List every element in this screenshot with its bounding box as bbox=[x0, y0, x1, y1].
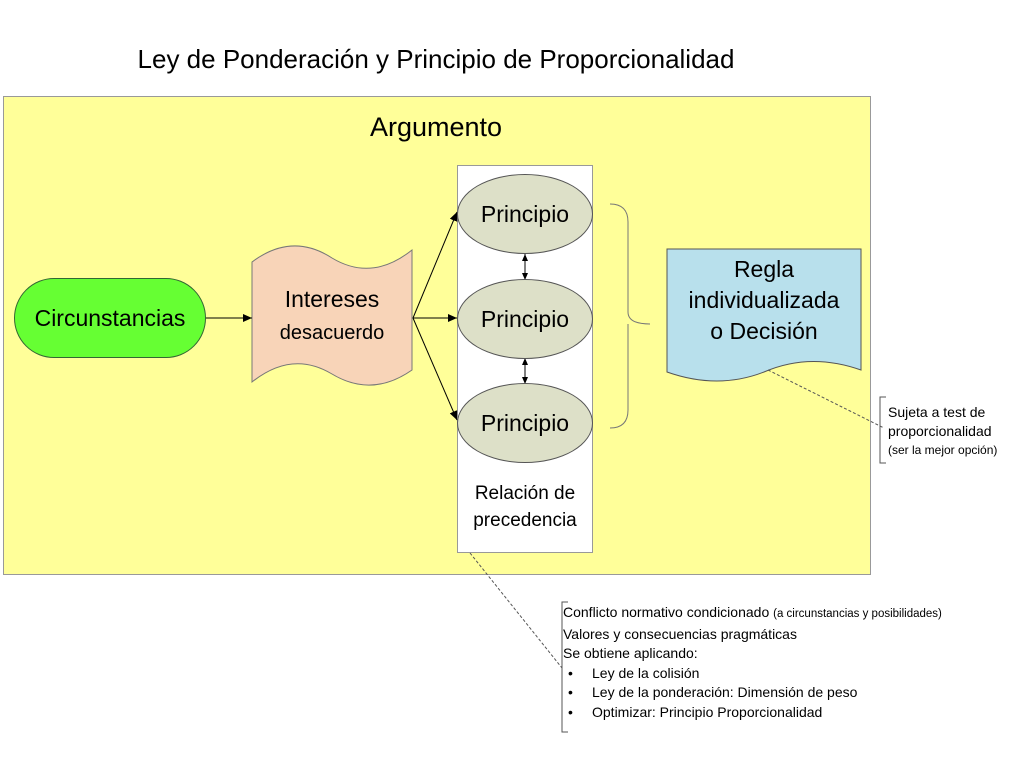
interests-shape bbox=[251, 245, 413, 386]
test-note: Sujeta a test de proporcionalidad (ser l… bbox=[888, 403, 997, 460]
argument-label: Argumento bbox=[369, 112, 503, 142]
rule-label-1: Regla bbox=[733, 256, 795, 282]
arrow-to-principle-3 bbox=[412, 317, 458, 421]
notes-line-1: Conflicto normativo condicionado (a circ… bbox=[563, 603, 942, 625]
notes-bullet: Ley de la ponderación: Dimensión de peso bbox=[563, 683, 942, 703]
circumstances-node: Circunstancias bbox=[14, 278, 206, 358]
notes-bullet: Optimizar: Principio Proporcionalidad bbox=[563, 703, 942, 723]
rule-callout-line bbox=[767, 369, 885, 429]
notes-bullet-list: Ley de la colisión Ley de la ponderación… bbox=[563, 664, 942, 723]
notes-bracket bbox=[561, 601, 568, 733]
principle-node-3: Principio bbox=[457, 383, 593, 463]
notes-callout: Conflicto normativo condicionado (a circ… bbox=[563, 603, 942, 722]
diagram-title: Ley de Ponderación y Principio de Propor… bbox=[137, 44, 735, 74]
notes-line-3: Se obtiene aplicando: bbox=[563, 645, 698, 661]
test-note-line-2: proporcionalidad bbox=[888, 423, 992, 439]
arrow-to-principle-1 bbox=[412, 211, 458, 319]
test-note-line-3: (ser la mejor opción) bbox=[888, 443, 998, 457]
interests-label: Intereses bbox=[284, 286, 380, 312]
test-note-bracket bbox=[879, 396, 886, 464]
brace bbox=[609, 203, 651, 429]
test-note-line-1: Sujeta a test de bbox=[888, 404, 986, 420]
precedence-label-2: precedencia bbox=[473, 510, 577, 531]
notes-line-1-small: (a circunstancias y posibilidades) bbox=[773, 608, 942, 620]
rule-label-2: individualizada bbox=[688, 287, 840, 313]
rule-label-3: o Decisión bbox=[710, 318, 818, 344]
notes-line-2: Valores y consecuencias pragmáticas bbox=[563, 625, 797, 642]
precedence-callout-line bbox=[469, 552, 563, 669]
notes-line-1-main: Conflicto normativo condicionado bbox=[563, 604, 770, 620]
precedence-label-1: Relación de bbox=[474, 483, 576, 504]
notes-bullet: Ley de la colisión bbox=[563, 664, 942, 684]
principle-node-1: Principio bbox=[457, 174, 593, 254]
interests-sublabel: desacuerdo bbox=[279, 322, 385, 344]
rule-shape bbox=[666, 248, 862, 382]
principle-node-2: Principio bbox=[457, 279, 593, 359]
